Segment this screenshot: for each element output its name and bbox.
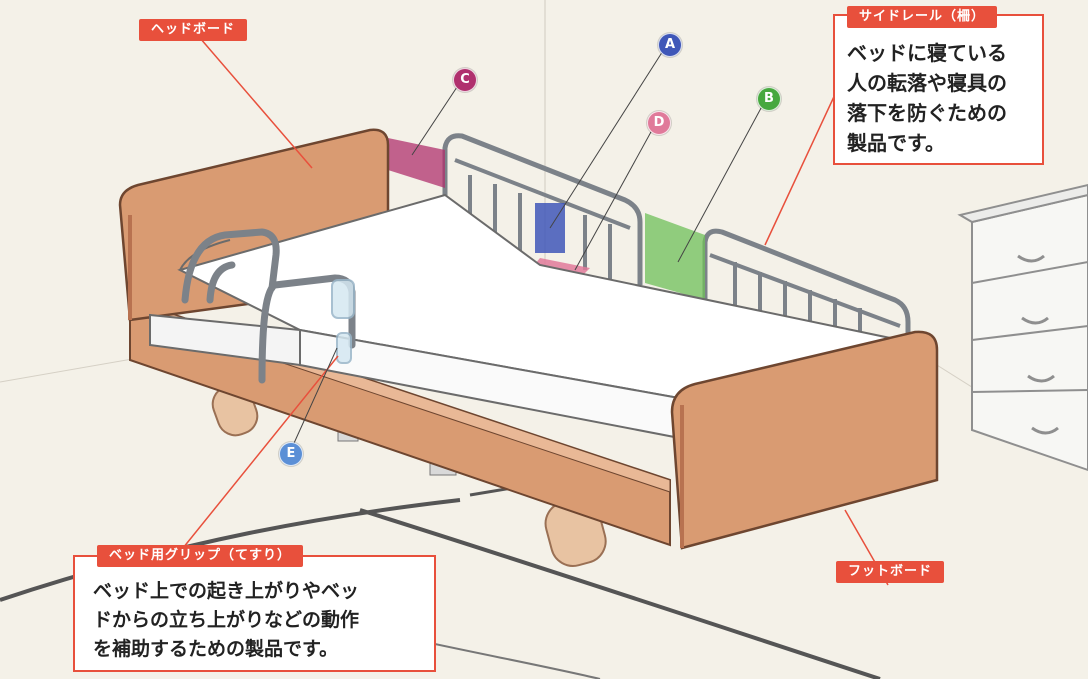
marker-a: A bbox=[658, 33, 682, 57]
bed-grip-description: ベッド上での起き上がりやベッ ドからの立ち上がりなどの動作 を補助するための製品… bbox=[93, 580, 360, 660]
bed-grip-callout: ベッド用グリップ（てすり） ベッド上での起き上がりやベッ ドからの立ち上がりなど… bbox=[73, 545, 436, 672]
bed-grip bbox=[181, 228, 356, 384]
bed-grip-title: ベッド用グリップ（てすり） bbox=[97, 545, 304, 567]
floor-seam-3 bbox=[359, 508, 881, 679]
marker-d: D bbox=[647, 111, 671, 135]
marker-c: C bbox=[453, 68, 477, 92]
zone-c bbox=[388, 138, 445, 188]
footboard bbox=[670, 330, 939, 550]
side-rail-callout: サイドレール（柵） ベッドに寝ている 人の転落や寝具の 落下を防ぐための 製品で… bbox=[833, 6, 1044, 165]
side-rail-title: サイドレール（柵） bbox=[847, 6, 998, 28]
marker-e: E bbox=[279, 442, 303, 466]
marker-lines bbox=[289, 42, 768, 453]
side-rail-description: ベッドに寝ている 人の転落や寝具の 落下を防ぐための 製品です。 bbox=[847, 41, 1007, 155]
headboard-label: ヘッドボード bbox=[139, 19, 248, 41]
dresser bbox=[957, 183, 1088, 472]
zone-b bbox=[645, 213, 705, 300]
marker-b: B bbox=[757, 87, 781, 111]
footboard-label: フットボード bbox=[836, 561, 945, 583]
floor-seam-1 bbox=[0, 498, 461, 602]
